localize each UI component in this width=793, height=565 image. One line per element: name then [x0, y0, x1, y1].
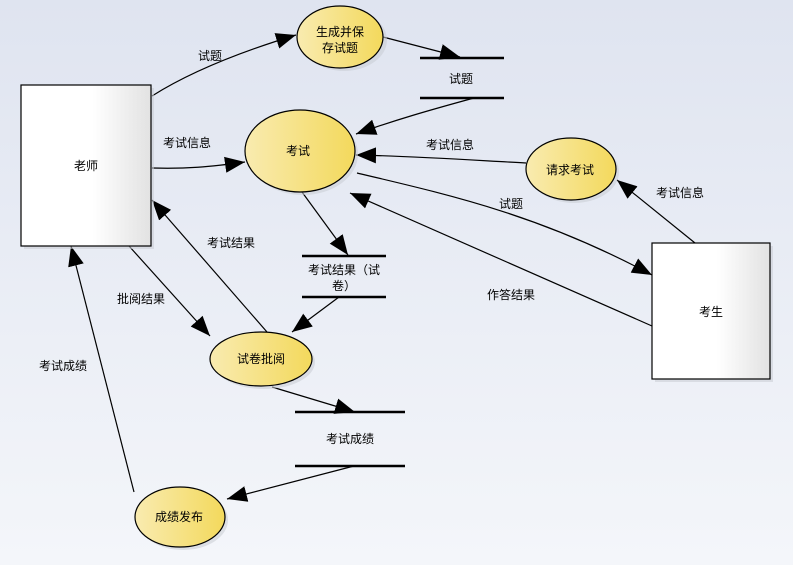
- flow-label-student-exam: 作答结果: [487, 287, 535, 302]
- process-grading-label: 试卷批阅: [237, 351, 285, 366]
- process-request-label: 请求考试: [546, 162, 594, 177]
- flow-grading-to-teacher[interactable]: [151, 199, 268, 333]
- flow-label-teacher-exam: 考试信息: [163, 135, 211, 150]
- process-request[interactable]: 请求考试: [525, 137, 619, 203]
- store-results-label-line1: 考试结果（试: [308, 262, 380, 277]
- process-generate[interactable]: 生成并保 存试题: [296, 5, 387, 71]
- flow-label-teacher-grading: 批阅结果: [117, 291, 165, 306]
- entity-student-label: 考生: [699, 305, 723, 319]
- entity-teacher[interactable]: 老师: [20, 84, 154, 249]
- flow-student-to-exam[interactable]: [349, 192, 653, 327]
- flow-scores-store-to-publish[interactable]: [226, 465, 355, 502]
- flow-label-teacher-generate: 试题: [198, 48, 222, 63]
- process-grading[interactable]: 试卷批阅: [209, 331, 315, 389]
- store-scores-label: 考试成绩: [326, 431, 374, 446]
- store-questions-label: 试题: [449, 71, 473, 86]
- flow-exam-to-results-store[interactable]: [301, 191, 349, 256]
- flow-teacher-to-grading[interactable]: [128, 245, 211, 337]
- flows: [68, 33, 696, 502]
- process-publish[interactable]: 成绩发布: [134, 486, 228, 550]
- flow-grading-to-scores-store[interactable]: [271, 386, 356, 414]
- flow-label-exam-student: 试题: [499, 196, 523, 211]
- flow-label-student-request: 考试信息: [656, 185, 704, 200]
- flow-exam-to-student[interactable]: [356, 172, 653, 276]
- store-questions[interactable]: 试题: [420, 56, 504, 100]
- flow-teacher-to-generate[interactable]: [151, 33, 297, 97]
- flow-label-publish-teacher: 考试成绩: [39, 358, 87, 373]
- store-results-label-line2: 卷）: [332, 278, 356, 293]
- flow-request-to-exam[interactable]: [355, 147, 527, 164]
- flow-generate-to-questions-store[interactable]: [382, 36, 461, 60]
- flow-label-grading-teacher: 考试结果: [207, 235, 255, 250]
- flow-questions-store-to-exam[interactable]: [355, 97, 475, 135]
- flow-results-store-to-grading[interactable]: [291, 296, 340, 333]
- store-results[interactable]: 考试结果（试 卷）: [302, 254, 386, 299]
- process-generate-label-line2: 存试题: [322, 40, 358, 55]
- flow-label-request-exam: 考试信息: [426, 137, 474, 152]
- flow-teacher-to-exam[interactable]: [151, 156, 246, 173]
- process-publish-label: 成绩发布: [155, 509, 203, 524]
- flow-student-to-request[interactable]: [616, 179, 696, 244]
- flow-labels: 试题 考试信息 考试信息 考试信息 试题 作答结果 考试结果 批阅结果 考试成绩: [39, 48, 704, 373]
- flow-publish-to-teacher[interactable]: [68, 245, 135, 493]
- entity-teacher-label: 老师: [74, 159, 98, 173]
- entity-student[interactable]: 考生: [651, 242, 773, 382]
- process-generate-label-line1: 生成并保: [316, 25, 364, 39]
- process-exam-label: 考试: [286, 143, 310, 158]
- store-scores[interactable]: 考试成绩: [295, 410, 405, 468]
- process-exam[interactable]: 考试: [244, 109, 358, 195]
